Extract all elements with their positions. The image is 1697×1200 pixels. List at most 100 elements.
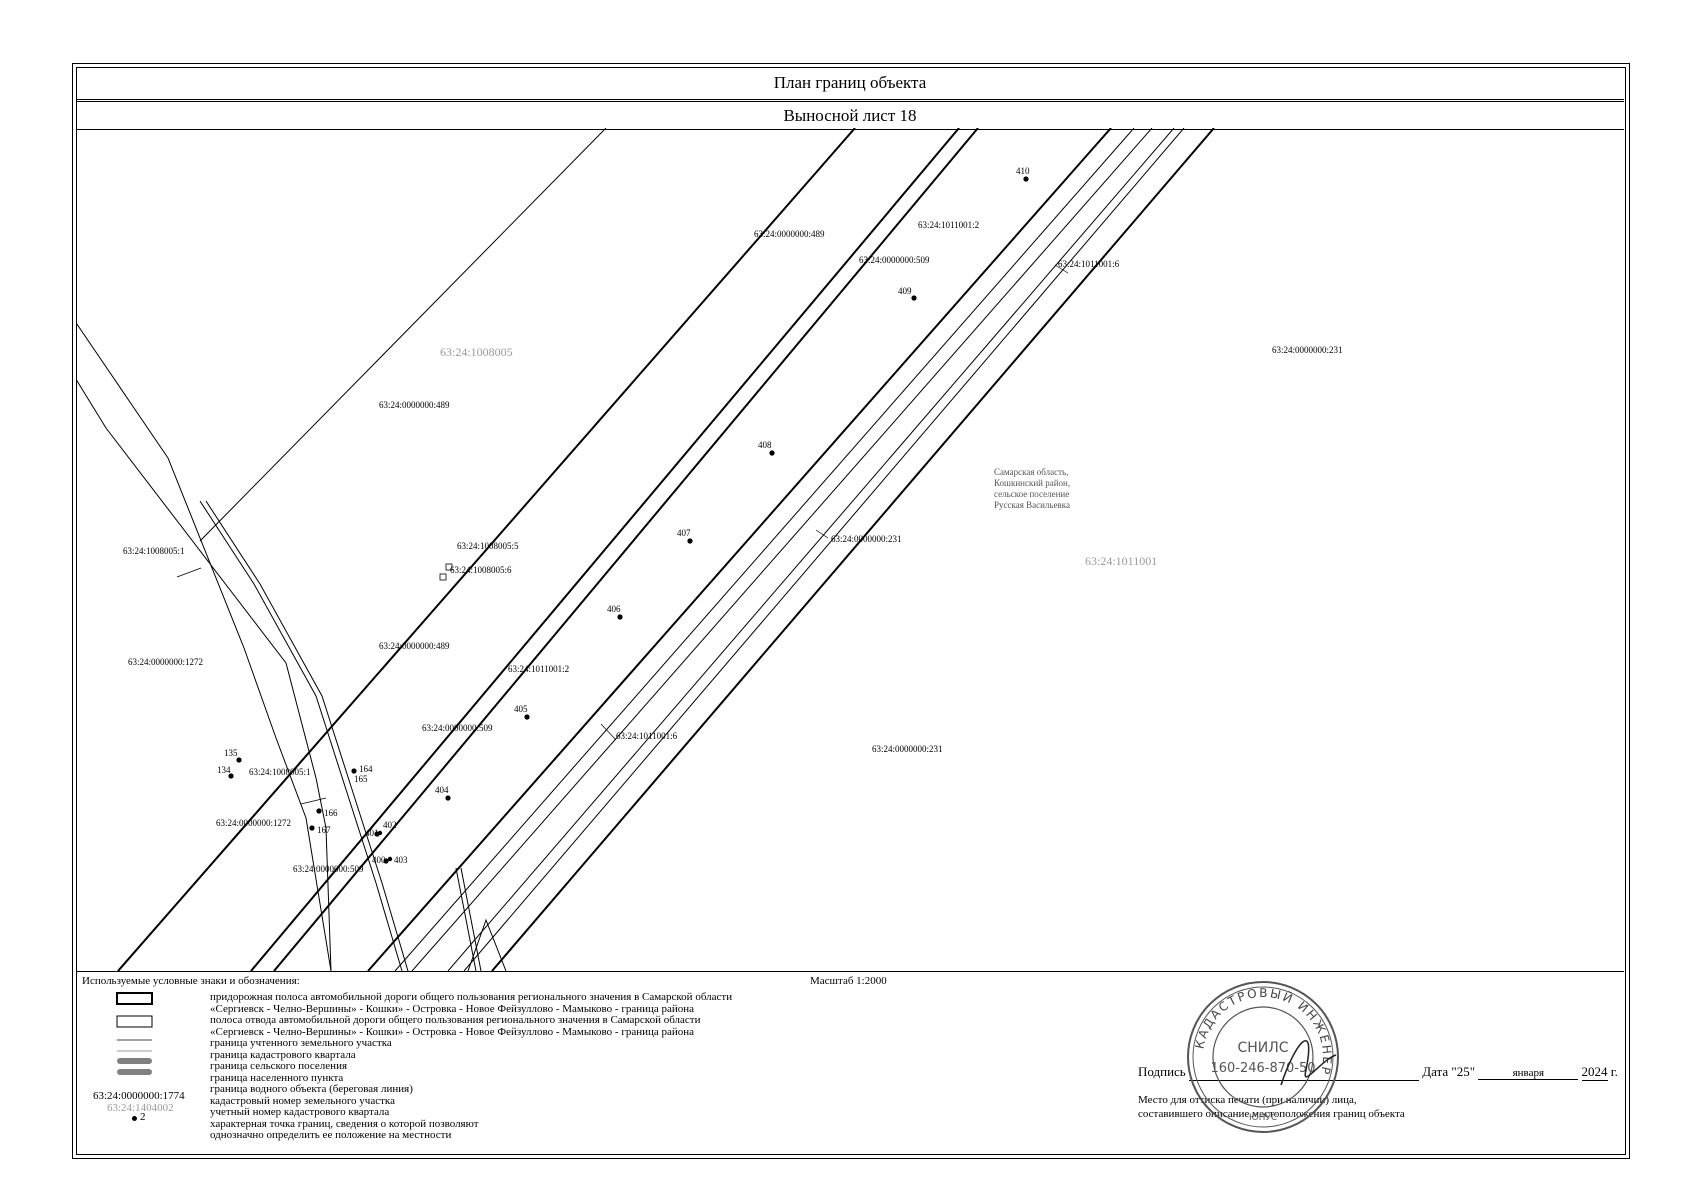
point-label: 409: [898, 286, 912, 296]
inner-frame: [76, 67, 1626, 1155]
parcel-label: 63:24:0000000:509: [422, 723, 493, 733]
parcel-boundary-line: [199, 128, 607, 542]
boundary-point-405: [524, 714, 530, 720]
legend-symbols: [116, 992, 153, 1075]
parcel-boundary-line: [76, 321, 332, 971]
parcel-boundary-line: [205, 500, 409, 971]
point-label: 410: [1016, 166, 1030, 176]
point-label: 408: [758, 440, 772, 450]
parcel-boundary-line: [199, 500, 403, 971]
boundary-point-403: [387, 856, 393, 862]
seal-name: ЮНУС: [1249, 1113, 1277, 1123]
seal-snils-label: СНИЛС: [1237, 1040, 1288, 1056]
sample-point-icon: [132, 1116, 137, 1121]
signature-line: Подпись Дата "25" января 2024 г.: [1138, 1064, 1618, 1081]
boundary-point-407: [687, 538, 693, 544]
legend-panel: Используемые условные знаки и обозначени…: [76, 971, 1624, 1154]
point-label: 405: [514, 704, 528, 714]
parcel-label: 63:24:0000000:489: [379, 400, 450, 410]
roadside-strip-line: [117, 128, 856, 971]
legend-item: граница сельского поселения: [210, 1060, 348, 1072]
sheet-text: Выносной лист 18: [783, 105, 917, 125]
seal-snils-number: 160-246-870-50: [1210, 1061, 1315, 1076]
legend-item: «Сергиевск - Челно-Вершины» - Кошки» - О…: [210, 1002, 695, 1015]
parcel-label: 63:24:0000000:1272: [216, 818, 292, 828]
stamp-note-1: Место для оттиска печати (при наличии) л…: [1138, 1094, 1357, 1106]
point-label: 403: [394, 855, 408, 865]
point-label: 166: [324, 808, 338, 818]
boundary-point-408: [769, 450, 775, 456]
point-label: 404: [435, 785, 449, 795]
date-day: "25": [1451, 1064, 1476, 1079]
region-note: Самарская область, Кошкинский район, сел…: [994, 467, 1071, 510]
page-title: План границ объекта: [76, 67, 1624, 100]
engineer-seal: КАДАСТРОВЫЙ ИНЖЕНЕР СНИЛС 160-246-870-50…: [1187, 981, 1339, 1133]
point-label: 407: [677, 528, 691, 538]
outer-frame: [72, 63, 1630, 1159]
sample-parcel-number: 63:24:0000000:1774: [93, 1090, 185, 1102]
boundary-point-135: [236, 757, 242, 763]
parcel-label: 63:24:1008005:5: [457, 541, 519, 551]
parcel-label: 63:24:0000000:489: [754, 229, 825, 239]
parcel-boundary-line: [76, 378, 332, 971]
legend-item: однозначно определить ее положение на ме…: [210, 1129, 452, 1141]
sample-point-number: 2: [140, 1111, 146, 1123]
parcel-boundary-line: [463, 128, 1185, 971]
boundary-point-409: [911, 295, 917, 301]
sample-quarter-number: 63:24:1404002: [107, 1102, 174, 1114]
legend-item: «Сергиевск - Челно-Вершины» - Кошки» - О…: [210, 1025, 695, 1038]
parcel-label: 63:24:1011001:6: [1058, 259, 1120, 269]
parcel-label: 63:24:1008005:1: [123, 546, 185, 556]
parcel-label: 63:24:1011001:2: [918, 220, 980, 230]
right-of-way-line: [273, 128, 979, 971]
legend-item: граница водного объекта (береговая линия…: [210, 1083, 413, 1095]
parcel-label: 63:24:0000000:509: [293, 864, 364, 874]
legend-item: граница населенного пункта: [210, 1071, 344, 1084]
quarter-boundary-line: [394, 128, 1135, 971]
parcel-label: 63:24:0000000:489: [379, 641, 450, 651]
legend-item: кадастровый номер земельного участка: [210, 1094, 395, 1107]
boundary-point-402: [377, 830, 383, 836]
parcel-label: 63:24:1008005:1: [249, 767, 311, 777]
point-label: 167: [317, 825, 331, 835]
point-label: 134: [217, 765, 231, 775]
legend-item: характерная точка границ, сведения о кот…: [210, 1117, 479, 1130]
parcel-label: 63:24:0000000:231: [872, 744, 943, 754]
stamp-note-2: составившего описание местоположения гра…: [1138, 1108, 1405, 1120]
boundary-point-406: [617, 614, 623, 620]
boundary-point-164: [351, 768, 357, 774]
legend-item: полоса отвода автомобильной дороги общег…: [210, 1014, 701, 1026]
boundary-point-404: [445, 795, 451, 801]
legend-item: придорожная полоса автомобильной дороги …: [210, 991, 733, 1003]
date-year-suffix: г.: [1610, 1064, 1618, 1079]
boundary-point-166: [316, 808, 322, 814]
title-text: План границ объекта: [773, 73, 927, 92]
parcel-label: 63:24:0000000:509: [859, 255, 930, 265]
parcel-label: 63:24:1008005:6: [450, 565, 512, 575]
legend-item: граница кадастрового квартала: [210, 1048, 356, 1061]
point-label: 400: [372, 855, 386, 865]
point-label: 401: [365, 828, 379, 838]
map-canvas: 63:24:0000000:489 63:24:1011001:2 63:24:…: [76, 128, 1624, 971]
parcel-boundary-line: [411, 128, 1153, 971]
signature-label: Подпись: [1138, 1064, 1186, 1079]
roadside-strip-line: [250, 128, 960, 971]
point-label: 135: [224, 748, 238, 758]
parcel-label: 63:24:1011001:2: [508, 664, 570, 674]
scale-label: Масштаб 1:2000: [810, 975, 887, 987]
sheet-title: Выносной лист 18: [76, 101, 1624, 130]
parcel-label: 63:24:1011001:6: [616, 731, 678, 741]
date-year: 2024: [1581, 1064, 1608, 1081]
date-label: Дата: [1422, 1064, 1449, 1079]
right-of-way-line: [367, 128, 1112, 971]
point-label: 402: [383, 820, 397, 830]
date-month: января: [1478, 1067, 1579, 1080]
parcel-label: 63:24:0000000:1272: [128, 657, 204, 667]
roadside-strip-line: [491, 128, 1215, 971]
parcel-label: 63:24:0000000:231: [1272, 345, 1343, 355]
signature-stroke: [1280, 1039, 1337, 1086]
quarter-label: 63:24:1011001: [1085, 554, 1158, 568]
signature-field: [1189, 1064, 1419, 1081]
legend-title: Используемые условные знаки и обозначени…: [82, 975, 300, 987]
boundary-point-410: [1023, 176, 1029, 182]
